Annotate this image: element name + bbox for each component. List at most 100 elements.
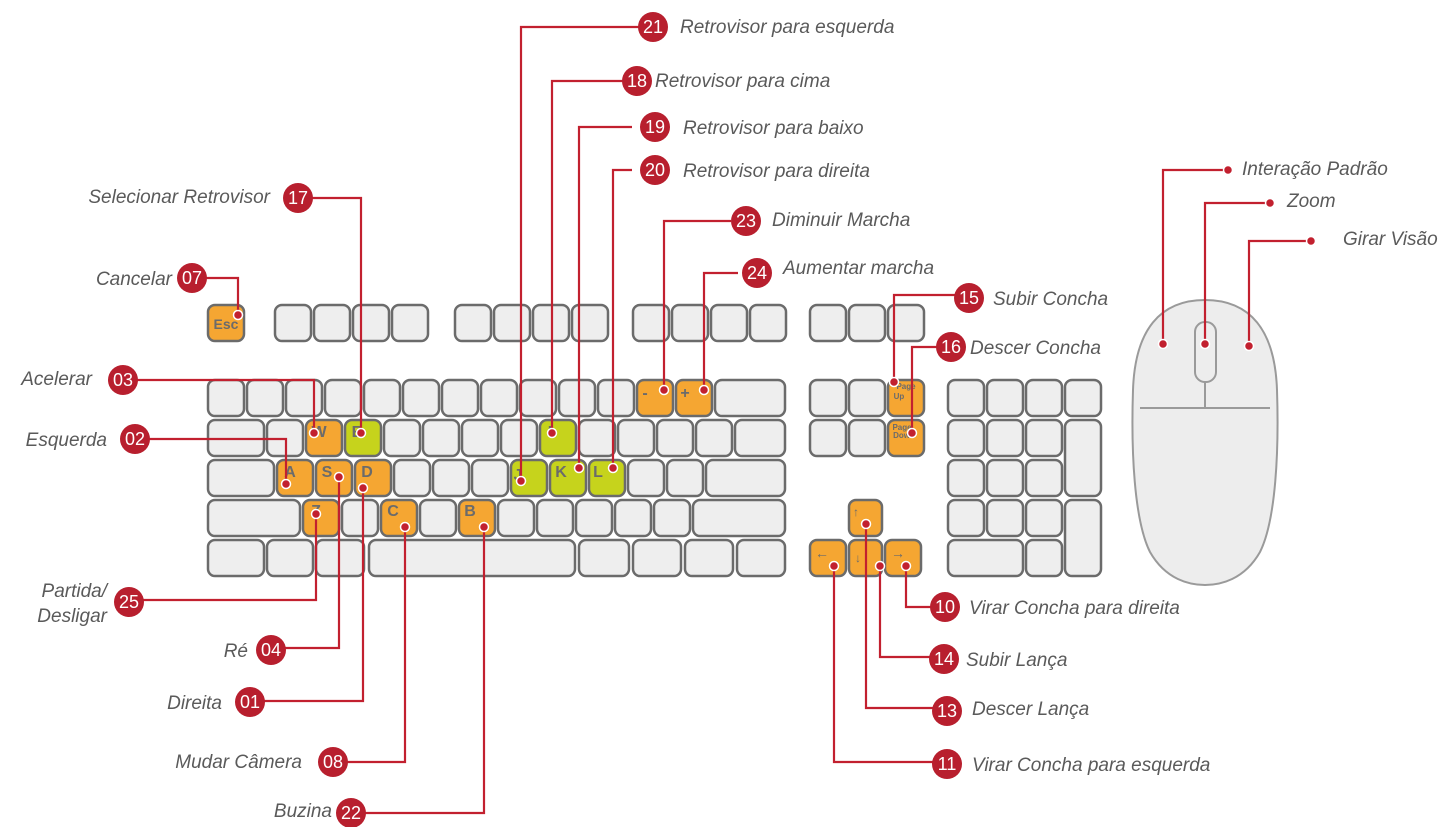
svg-text:22: 22: [341, 803, 361, 823]
label-08: Mudar Câmera: [175, 752, 302, 773]
key-label-l: L: [593, 464, 603, 481]
line-25: [139, 514, 318, 602]
key-label-pagedown-2: Down: [893, 431, 915, 440]
key-label-d: D: [361, 464, 373, 481]
key-n: [496, 498, 536, 538]
badge-15: 15: [954, 283, 984, 313]
badge-02: 02: [120, 424, 150, 454]
key-r: [382, 418, 422, 458]
key-f3: [351, 303, 391, 343]
line-21: [519, 25, 640, 481]
key-5: [401, 378, 441, 418]
svg-text:13: 13: [937, 701, 957, 721]
svg-text:18: 18: [627, 71, 647, 91]
key-3: [323, 378, 363, 418]
line-24: [702, 271, 738, 390]
line-20: [611, 168, 632, 468]
key-label-arrow-left: ←: [815, 545, 829, 561]
line-07: [198, 276, 240, 315]
key-i: [538, 418, 578, 458]
badge-08: 08: [318, 747, 348, 777]
key-f8: [570, 303, 610, 343]
key-4: [362, 378, 402, 418]
key-x: [340, 498, 380, 538]
key-0: [596, 378, 636, 418]
label-25-line2: Desligar: [37, 606, 107, 627]
key-bracket-open: [655, 418, 695, 458]
svg-text:10: 10: [935, 597, 955, 617]
callout-badges: 21 18 19 20 17 23 24 07 15 16 03 02 25 0…: [108, 12, 984, 827]
key-num-0: [946, 538, 1025, 578]
key-f12: [748, 303, 788, 343]
key-label-a: A: [284, 464, 296, 481]
svg-text:17: 17: [288, 188, 308, 208]
line-13: [864, 524, 940, 710]
label-16: Descer Concha: [970, 338, 1101, 359]
line-mouse-left: [1161, 168, 1228, 344]
key-t: [421, 418, 461, 458]
key-6: [440, 378, 480, 418]
key-end: [847, 418, 887, 458]
label-21: Retrovisor para esquerda: [680, 17, 894, 38]
key-y: [460, 418, 500, 458]
key-7: [479, 378, 519, 418]
badge-14: 14: [929, 644, 959, 674]
key-quote: [665, 458, 705, 498]
key-e: [343, 418, 383, 458]
badge-24: 24: [742, 258, 772, 288]
key-label-pagedown-1: Page: [892, 423, 912, 432]
line-23: [662, 219, 731, 390]
key-num-enter: [1063, 498, 1103, 578]
key-label-pageup-2: Up: [894, 392, 905, 401]
label-01: Direita: [167, 693, 222, 714]
key-f6: [492, 303, 532, 343]
label-07: Cancelar: [96, 269, 173, 290]
key-num-8: [985, 418, 1025, 458]
key-num-plus: [1063, 418, 1103, 498]
key-m: [535, 498, 575, 538]
key-bracket-close: [694, 418, 734, 458]
key-num-multiply: [1024, 378, 1064, 418]
key-num-divide: [985, 378, 1025, 418]
svg-text:11: 11: [938, 754, 957, 774]
svg-text:01: 01: [240, 692, 260, 712]
label-02: Esquerda: [26, 430, 107, 451]
badge-25: 25: [114, 587, 144, 617]
label-11: Virar Concha para esquerda: [972, 755, 1210, 776]
key-f4: [390, 303, 430, 343]
label-14: Subir Lança: [966, 650, 1067, 671]
key-shift-left: [206, 498, 302, 538]
line-mouse-wheel: [1203, 201, 1270, 344]
key-label-s: S: [322, 464, 333, 481]
key-slash: [652, 498, 692, 538]
key-f1: [273, 303, 313, 343]
line-14: [878, 566, 936, 659]
key-label-arrow-up: ↑: [853, 505, 859, 519]
key-p: [616, 418, 656, 458]
svg-text:14: 14: [934, 649, 954, 669]
label-23: Diminuir Marcha: [772, 210, 910, 231]
key-f: [392, 458, 432, 498]
key-backspace: [713, 378, 787, 418]
line-15: [892, 293, 961, 382]
key-f10: [670, 303, 710, 343]
key-z: [301, 498, 341, 538]
key-num-5: [985, 458, 1025, 498]
endpoint-dots: [232, 164, 1317, 572]
key-u: [499, 418, 539, 458]
label-17: Selecionar Retrovisor: [88, 187, 270, 208]
key-comma: [574, 498, 614, 538]
key-capslock: [206, 458, 276, 498]
key-9: [557, 378, 597, 418]
svg-text:24: 24: [747, 263, 767, 283]
label-03: Acelerar: [20, 369, 92, 390]
svg-text:02: 02: [125, 429, 145, 449]
key-pause: [886, 303, 926, 343]
badge-21: 21: [638, 12, 668, 42]
key-f9: [631, 303, 671, 343]
key-num-4: [946, 458, 986, 498]
key-label-arrow-down: ↓: [855, 551, 861, 565]
svg-text:08: 08: [323, 752, 343, 772]
key-space: [367, 538, 577, 578]
